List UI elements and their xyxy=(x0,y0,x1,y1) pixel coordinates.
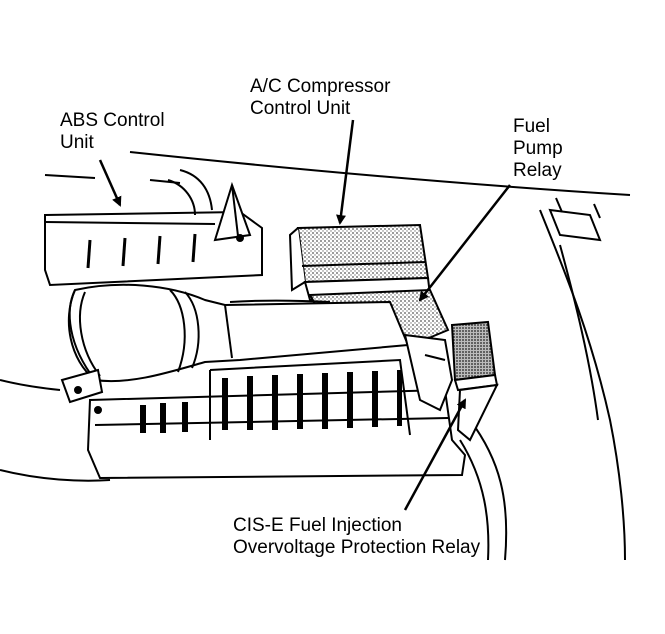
ac-compressor-label-line1: A/C Compressor xyxy=(250,76,391,97)
fuel-pump-relay-label-line2: Pump xyxy=(513,138,563,159)
abs-control-unit-drawing xyxy=(44,169,263,287)
ac-compressor-leader-arrow xyxy=(336,119,355,225)
leader-arrows xyxy=(98,119,511,511)
cis-e-relay-drawing xyxy=(403,320,499,442)
cis-e-relay-label-line1: CIS-E Fuel Injection xyxy=(233,515,402,536)
abs-control-unit-label-line1: ABS Control xyxy=(60,110,165,131)
fuel-pump-relay-leader-arrow xyxy=(418,184,511,302)
fuel-pump-relay-label-line1: Fuel xyxy=(513,116,550,137)
ac-compressor-unit-drawing xyxy=(288,223,432,302)
fender-outline xyxy=(0,151,631,561)
abs-control-unit-label-line2: Unit xyxy=(60,132,94,153)
intake-duct xyxy=(60,283,410,404)
air-cleaner-housing xyxy=(86,358,467,480)
cis-e-relay-label-line2: Overvoltage Protection Relay xyxy=(233,537,481,558)
cis-e-leader-arrow xyxy=(403,398,467,511)
fuel-pump-relay-label-line3: Relay xyxy=(513,160,562,181)
fender-bracket xyxy=(548,197,602,242)
fuel-pump-relay-label: Fuel Pump Relay xyxy=(513,116,563,182)
ac-compressor-label-line2: Control Unit xyxy=(250,98,351,119)
ac-compressor-label: A/C Compressor Control Unit xyxy=(250,76,390,120)
abs-control-unit-label: ABS Control Unit xyxy=(60,110,165,154)
abs-leader-arrow xyxy=(98,159,122,207)
cis-e-relay-label: CIS-E Fuel Injection Overvoltage Protect… xyxy=(233,515,480,559)
